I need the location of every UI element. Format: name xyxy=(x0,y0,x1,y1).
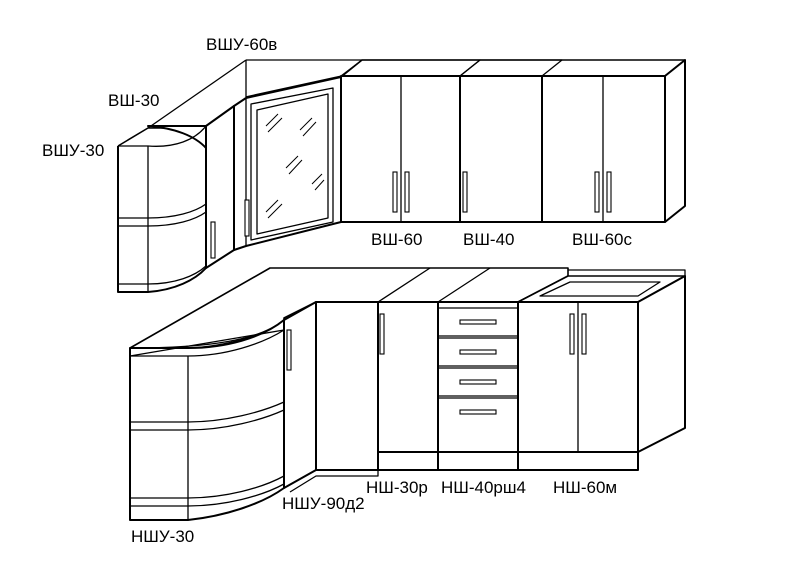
label-vsh60s: ВШ-60с xyxy=(572,230,632,249)
lower-shelf-board-2b xyxy=(130,483,285,507)
label-nsh60m: НШ-60м xyxy=(553,478,618,497)
lower-corner-handle[interactable] xyxy=(286,329,292,371)
lower-drawer-3-handle[interactable] xyxy=(459,379,497,385)
lower-corner-cabinet-nshu90d2 xyxy=(283,301,379,493)
upper-vsh60-handle-left[interactable] xyxy=(392,171,398,213)
upper-corner-shelf-vshu30 xyxy=(117,125,207,293)
lower-shelf-board-2 xyxy=(130,475,285,499)
lower-nsh60m-side xyxy=(637,275,686,453)
upper-cabinet-vsh40 xyxy=(459,59,563,223)
label-nsh30r: НШ-30р xyxy=(366,478,428,497)
lower-nsh30r-plinth xyxy=(377,451,439,471)
lower-nsh40-plinth xyxy=(437,451,519,471)
upper-vsh60-handle-right[interactable] xyxy=(404,171,410,213)
upper-corner-shelf-board-1 xyxy=(118,203,207,219)
countertop-seam-2 xyxy=(437,267,491,303)
lower-drawer-1-handle[interactable] xyxy=(459,319,497,325)
upper-vsh40-handle[interactable] xyxy=(462,171,468,213)
upper-cabinet-vsh60 xyxy=(340,59,481,223)
lower-drawer-2-handle[interactable] xyxy=(459,349,497,355)
countertop-seam-1 xyxy=(377,267,431,303)
upper-cabinet-vsh60s xyxy=(541,59,686,223)
sink-lip xyxy=(568,269,686,276)
lower-nsh30r-handle[interactable] xyxy=(379,313,385,355)
upper-glass-pane xyxy=(256,93,329,235)
upper-glass-frame-outer xyxy=(250,87,334,241)
upper-top-slope xyxy=(147,59,247,129)
lower-cabinet-nsh30r xyxy=(377,301,439,471)
label-vsh30: ВШ-30 xyxy=(108,91,160,110)
label-vshu30: ВШУ-30 xyxy=(42,141,105,160)
upper-cabinet-vsh30 xyxy=(205,105,235,269)
lower-corner-plinth xyxy=(283,469,379,493)
lower-shelf-top-curve xyxy=(130,329,285,357)
lower-cabinet-nsh60m xyxy=(517,275,686,471)
upper-glass-handle[interactable] xyxy=(244,199,250,237)
lower-drawer-4-handle[interactable] xyxy=(459,409,497,415)
upper-vsh60s-handle-left[interactable] xyxy=(594,171,600,213)
lower-nsh60m-plinth xyxy=(517,451,639,471)
upper-vsh40-top xyxy=(459,59,563,77)
label-nshu90d2: НШУ-90д2 xyxy=(282,494,365,513)
upper-corner-shelf-board-1b xyxy=(118,211,207,227)
lower-shelf-body xyxy=(129,319,285,521)
lower-cabinet-nsh40rsh4 xyxy=(437,301,519,471)
label-nsh40rsh4: НШ-40рш4 xyxy=(441,478,526,497)
lower-nsh30r-door xyxy=(377,301,439,453)
lower-nsh60m-handle-right[interactable] xyxy=(581,313,587,355)
label-vsh60: ВШ-60 xyxy=(371,230,423,249)
lower-corner-door-front xyxy=(315,301,379,471)
upper-corner-shelf-board-2 xyxy=(118,265,207,285)
sink-inner xyxy=(539,281,661,297)
upper-glass-cabinet-vshu60v xyxy=(233,76,342,251)
lower-shelf-board-1 xyxy=(130,401,285,423)
lower-shelf-top-line xyxy=(129,329,285,357)
upper-glass-reflections xyxy=(265,113,325,219)
upper-vsh40-body xyxy=(459,75,543,223)
upper-corner-shelf-body xyxy=(117,125,207,293)
label-vshu60v: ВШУ-60в xyxy=(206,35,278,54)
label-vsh40: ВШ-40 xyxy=(463,230,515,249)
lower-nsh60m-handle-left[interactable] xyxy=(569,313,575,355)
upper-vsh60s-handle-right[interactable] xyxy=(606,171,612,213)
upper-vsh30-side xyxy=(205,105,235,269)
upper-vsh30-handle[interactable] xyxy=(210,221,216,259)
lower-shelf-board-1b xyxy=(130,409,285,431)
upper-vsh60s-side xyxy=(664,59,686,223)
label-nshu30: НШУ-30 xyxy=(131,527,195,546)
lower-corner-shelf-nshu30 xyxy=(129,319,285,521)
